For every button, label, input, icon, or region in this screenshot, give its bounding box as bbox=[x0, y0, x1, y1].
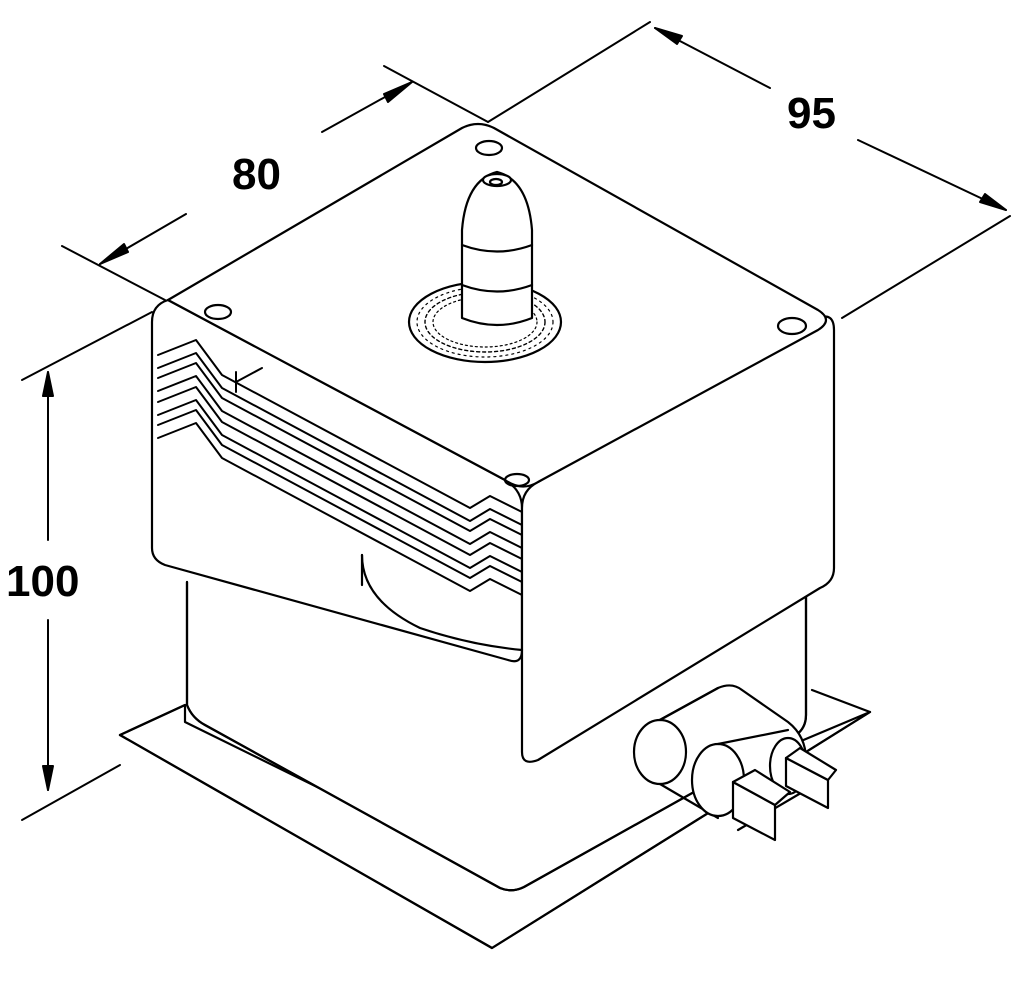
terminal-1 bbox=[731, 768, 792, 842]
dimension-depth bbox=[487, 21, 1011, 319]
anode-cylinder bbox=[360, 553, 524, 652]
mounting-hole-right bbox=[776, 316, 808, 336]
dimension-height-label: 100 bbox=[6, 557, 80, 606]
terminal-2 bbox=[784, 746, 838, 810]
dimension-width bbox=[61, 65, 489, 301]
mounting-holes bbox=[203, 139, 808, 488]
dimension-width-label: 80 bbox=[232, 150, 281, 199]
antenna-dome bbox=[460, 170, 534, 327]
dimension-depth-label: 95 bbox=[787, 89, 836, 138]
cooling-fins bbox=[157, 339, 523, 601]
mounting-hole-left bbox=[203, 303, 233, 321]
mounting-hole-front bbox=[503, 472, 531, 488]
mounting-hole-back bbox=[474, 139, 504, 157]
dimension-height bbox=[21, 311, 153, 821]
